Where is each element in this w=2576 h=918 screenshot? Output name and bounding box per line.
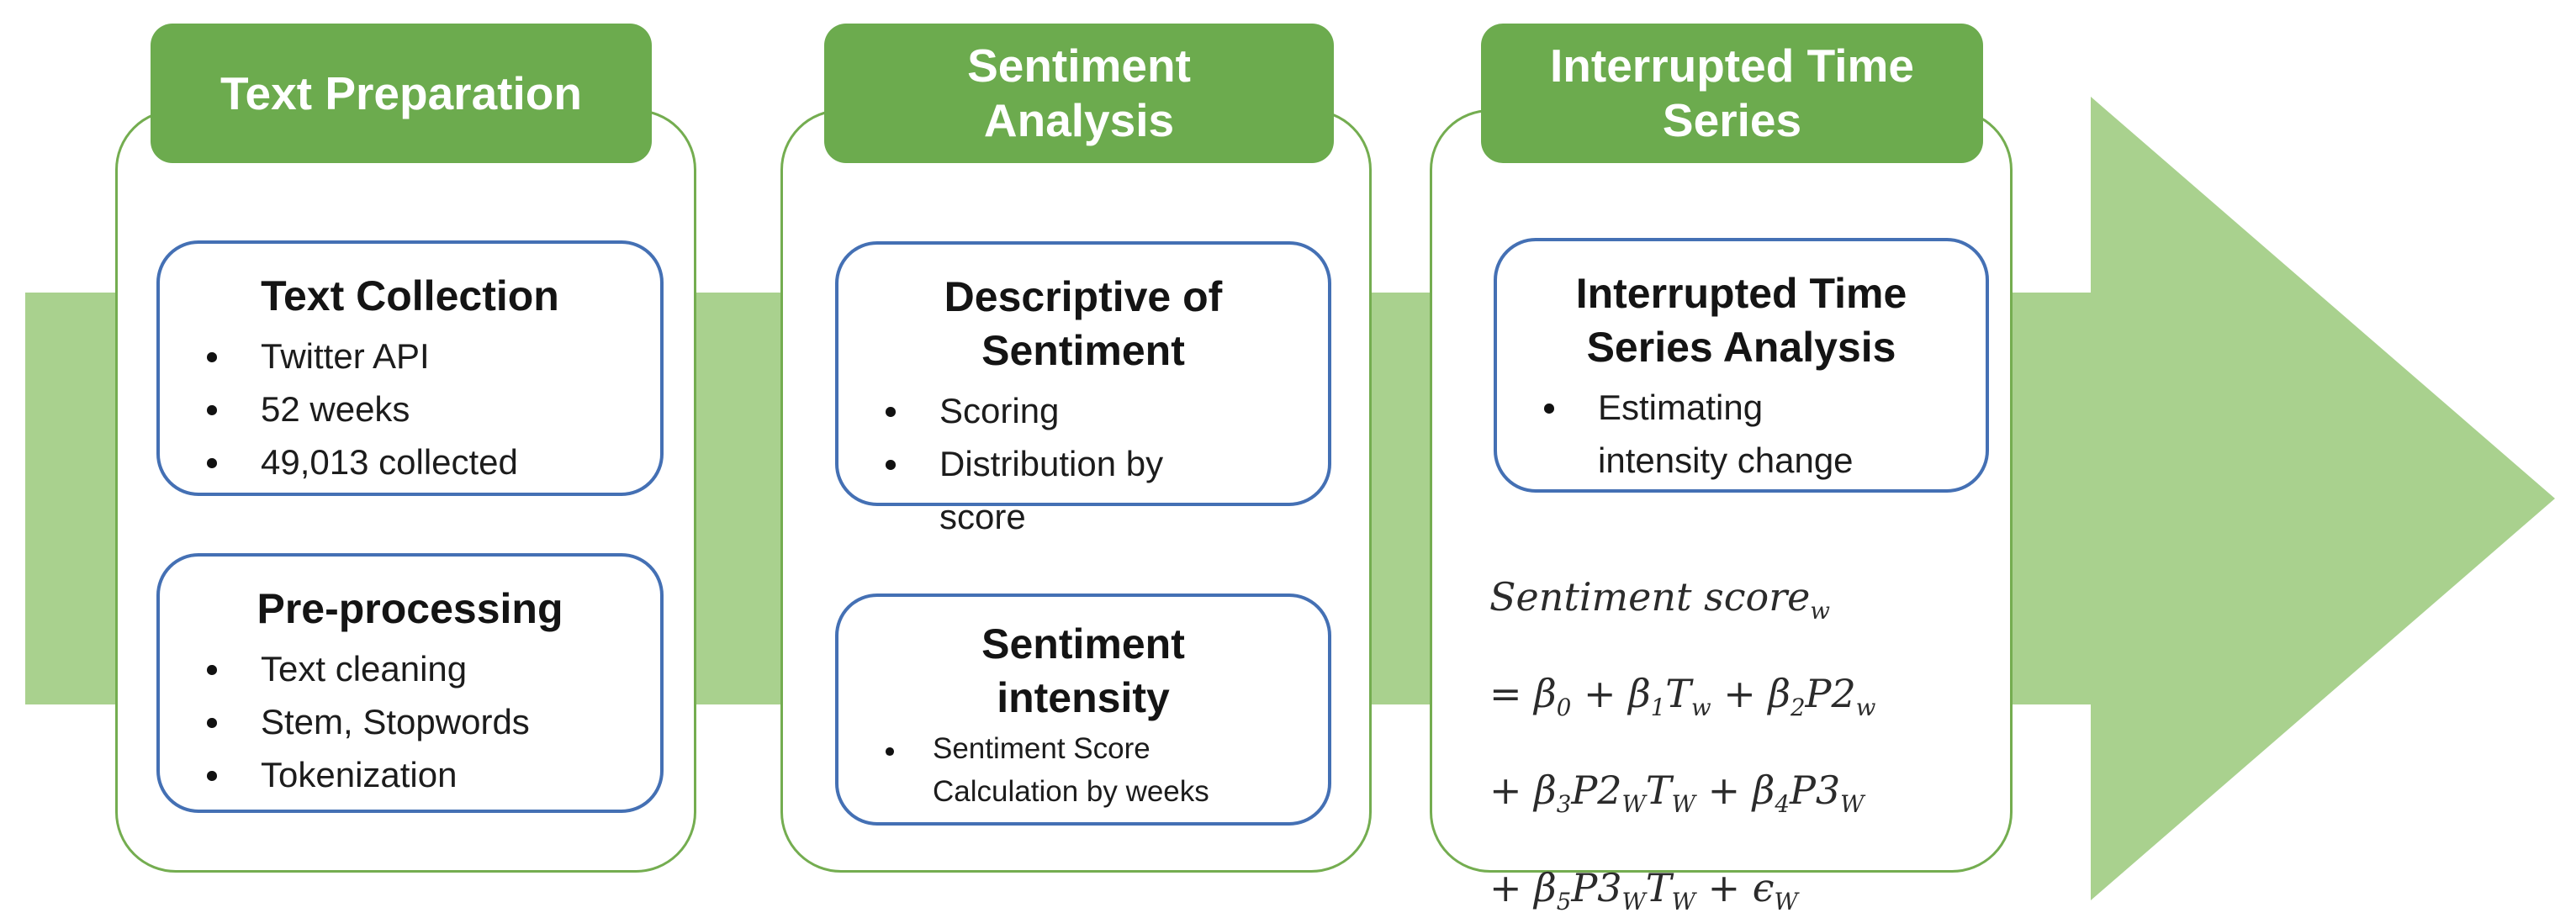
header-sentiment-analysis: Sentiment Analysis: [824, 24, 1334, 163]
formula-line: + β5P3WTW + ϵW: [1489, 864, 1798, 915]
panel-text-preparation: Text Preparation Text Collection Twitter…: [115, 24, 696, 873]
sentiment-score-formula: Sentiment scorew = β0 + β1Tw + β2P2w + β…: [1489, 556, 1875, 918]
box-text-collection: Text Collection Twitter API 52 weeks 49,…: [156, 240, 664, 496]
bullet-item: Tokenization: [173, 748, 647, 801]
header-sentiment-analysis-label: Sentiment Analysis: [967, 40, 1191, 146]
bullet-list-descriptive: Scoring Distribution by score: [852, 384, 1314, 543]
bullet-item: Distribution by score: [852, 437, 1314, 543]
header-interrupted-time-series-label: Interrupted Time Series: [1550, 40, 1914, 146]
box-sentiment-intensity: Sentiment intensity Sentiment Score Calc…: [835, 594, 1331, 826]
bullet-item: Twitter API: [173, 330, 647, 382]
header-interrupted-time-series: Interrupted Time Series: [1481, 24, 1983, 163]
header-text-preparation: Text Preparation: [151, 24, 652, 163]
bullet-item: Scoring: [852, 384, 1314, 437]
bullet-item: Stem, Stopwords: [173, 695, 647, 748]
box-its-analysis: Interrupted Time Series Analysis Estimat…: [1494, 238, 1989, 493]
box-title-its-analysis: Interrupted Time Series Analysis: [1575, 270, 1907, 371]
box-title-pre-processing: Pre-processing: [257, 585, 563, 632]
box-descriptive-of-sentiment: Descriptive of Sentiment Scoring Distrib…: [835, 241, 1331, 536]
box-title-sentiment-intensity: Sentiment intensity: [981, 620, 1185, 721]
panel-sentiment-analysis: Sentiment Analysis Descriptive of Sentim…: [780, 24, 1372, 873]
box-title-descriptive-of-sentiment: Descriptive of Sentiment: [944, 273, 1223, 374]
formula-line: + β3P2WTW + β4P3W: [1489, 768, 1865, 819]
header-text-preparation-label: Text Preparation: [220, 66, 582, 119]
box-pre-processing: Pre-processing Text cleaning Stem, Stopw…: [156, 553, 664, 813]
bullet-list-its-analysis: Estimating intensity change: [1510, 381, 1972, 487]
panel-interrupted-time-series: Interrupted Time Series Interrupted Time…: [1430, 24, 2013, 915]
formula-line: = β0 + β1Tw + β2P2w: [1489, 671, 1876, 722]
bullet-list-sentiment-intensity: Sentiment Score Calculation by weeks: [852, 728, 1314, 814]
formula-line: Sentiment scorew: [1489, 574, 1831, 625]
bullet-item: Sentiment Score Calculation by weeks: [852, 728, 1314, 814]
bullet-item: 52 weeks: [173, 382, 647, 435]
bullet-item: Estimating intensity change: [1510, 381, 1972, 487]
bullet-list-text-collection: Twitter API 52 weeks 49,013 collected: [173, 330, 647, 488]
bullet-list-pre-processing: Text cleaning Stem, Stopwords Tokenizati…: [173, 642, 647, 801]
box-title-text-collection: Text Collection: [261, 272, 559, 319]
bullet-item: Text cleaning: [173, 642, 647, 695]
bullet-item: 49,013 collected: [173, 435, 647, 488]
